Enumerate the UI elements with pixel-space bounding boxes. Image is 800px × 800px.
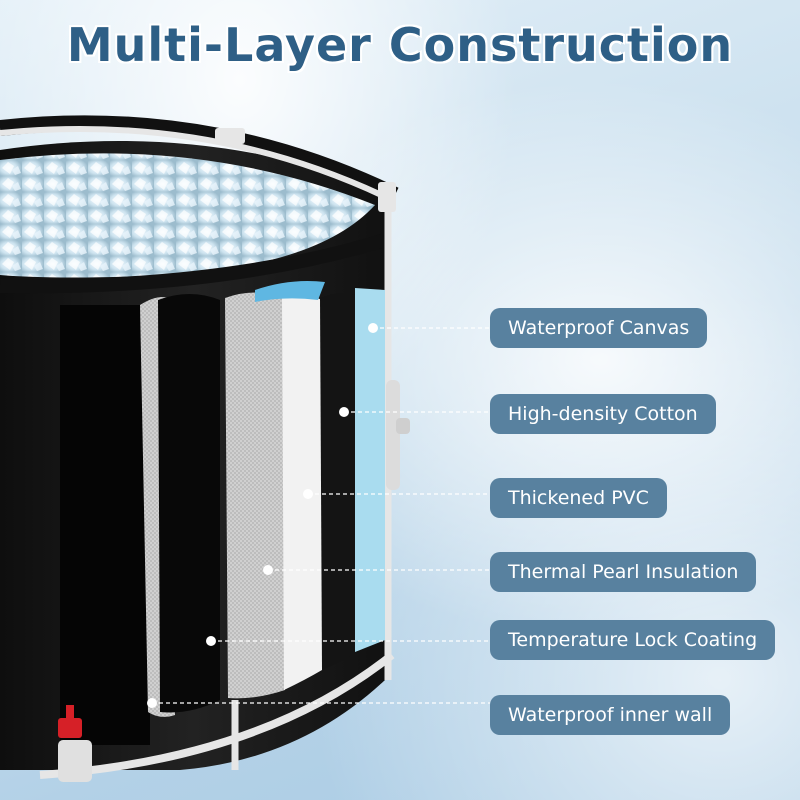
layer-high-density-cotton xyxy=(320,293,358,670)
leader-dots xyxy=(147,323,378,708)
side-handle xyxy=(386,380,400,490)
layer-temperature-coating xyxy=(158,294,220,713)
frame-connector xyxy=(215,128,245,144)
layer-black-inner xyxy=(60,305,150,745)
ice-cubes xyxy=(0,153,375,278)
top-frame-pipe xyxy=(0,125,394,203)
page-title: Multi-Layer Construction xyxy=(66,18,734,72)
drain-valve xyxy=(58,705,92,782)
cutaway-layers xyxy=(60,281,385,745)
leader-lines xyxy=(152,327,490,704)
layer-waterproof-canvas xyxy=(355,288,385,652)
layer-thermal-pearl xyxy=(225,292,285,699)
layer-thickened-pvc xyxy=(282,295,322,690)
